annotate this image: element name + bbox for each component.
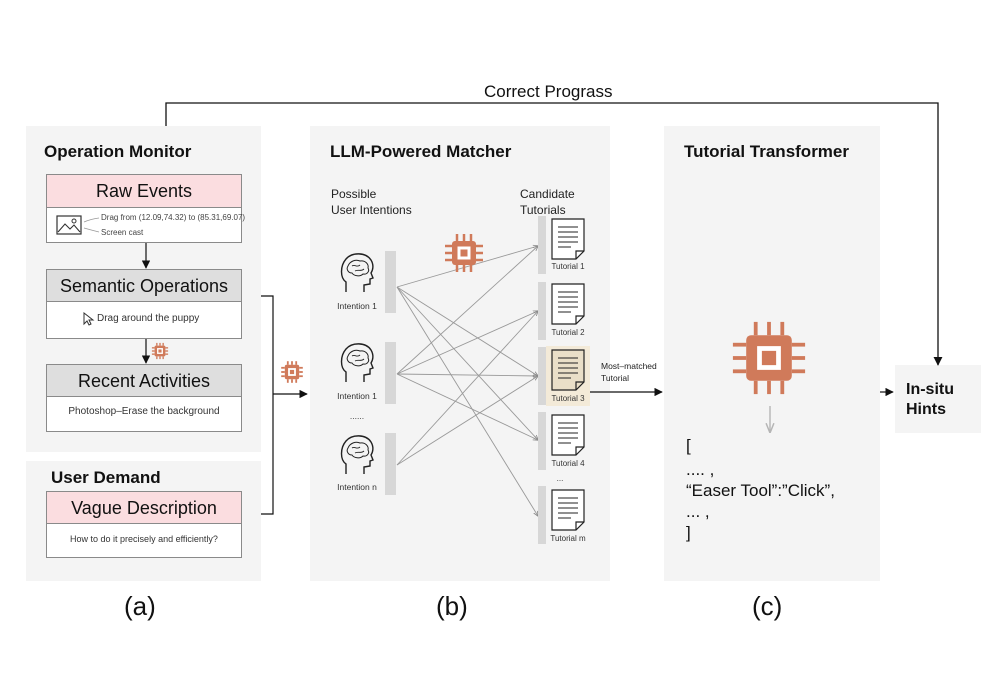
raw-events-box: Raw Events Drag from (12.09,74.32) to (8… xyxy=(46,174,246,243)
intention-bar xyxy=(385,433,396,495)
code-line: ] xyxy=(686,523,691,542)
feedback-arrow xyxy=(165,102,943,366)
connector-squiggle xyxy=(83,217,100,233)
bracket-upper xyxy=(261,295,274,515)
tutorial-bar xyxy=(538,216,546,274)
caption-a: (a) xyxy=(124,591,156,621)
brain-head-icon xyxy=(340,253,374,292)
document-icon xyxy=(551,489,585,531)
most-matched-label-line2: Tutorial xyxy=(601,373,630,383)
document-icon xyxy=(551,414,585,456)
tutorial-label: Tutorial 4 xyxy=(551,459,585,468)
intention-label: Intention n xyxy=(337,482,377,492)
caption-b: (b) xyxy=(436,591,468,621)
tutorial-label: Tutorial 3 xyxy=(551,394,585,403)
vague-description-box: Vague Description How to do it precisely… xyxy=(46,491,242,558)
tutorials-label-line1: Candidate xyxy=(520,187,575,201)
code-line: .... , xyxy=(686,460,715,479)
tutorial-bar xyxy=(538,282,546,340)
raw-event-line-1: Drag from (12.09,74.32) to (85.31,69.07) xyxy=(101,213,246,222)
intentions-label-line2: User Intentions xyxy=(331,203,412,217)
semantic-operation-item: Drag around the puppy xyxy=(97,313,200,324)
raw-event-line-2: Screen cast xyxy=(101,228,144,237)
image-icon xyxy=(56,215,82,235)
user-demand-title: User Demand xyxy=(51,468,161,487)
document-icon xyxy=(551,218,585,260)
cursor-icon xyxy=(83,312,95,326)
intention-ellipsis: ...... xyxy=(349,411,365,421)
vague-description-header: Vague Description xyxy=(47,492,241,524)
intentions-label-line1: Possible xyxy=(331,187,377,201)
tutorial-bar xyxy=(538,412,546,470)
chip-icon xyxy=(445,234,483,272)
tutorials-label-line2: Tutorials xyxy=(520,203,566,217)
chip-icon xyxy=(151,342,169,360)
tutorial-label: Tutorial 2 xyxy=(551,328,585,337)
llm-matcher-title: LLM-Powered Matcher xyxy=(330,142,512,161)
vague-description-item: How to do it precisely and efficiently? xyxy=(70,534,218,544)
chip-icon xyxy=(281,361,303,383)
code-line: [ xyxy=(686,436,691,455)
brain-head-icon xyxy=(340,435,374,474)
intention-label: Intention 1 xyxy=(337,391,377,401)
intention-bar xyxy=(385,251,396,313)
tutorial-bar xyxy=(538,347,546,405)
recent-activities-header: Recent Activities xyxy=(47,365,241,397)
tutorial-ellipsis: ... xyxy=(556,474,564,483)
most-matched-label-line1: Most–matched xyxy=(601,361,657,371)
feedback-label: Correct Prograss xyxy=(482,82,615,102)
recent-activity-item: Photoshop–Erase the background xyxy=(68,406,220,417)
semantic-operations-header: Semantic Operations xyxy=(47,270,241,302)
operation-monitor-title: Operation Monitor xyxy=(44,142,192,161)
document-icon xyxy=(551,283,585,325)
panel-output xyxy=(895,365,981,433)
tutorial-bar xyxy=(538,486,546,544)
code-line: “Easer Tool”:”Click”, xyxy=(686,481,835,500)
tutorial-transformer-title: Tutorial Transformer xyxy=(684,142,849,161)
tutorial-label: Tutorial 1 xyxy=(551,262,585,271)
recent-activities-box: Recent Activities Photoshop–Erase the ba… xyxy=(46,364,242,432)
intention-bar xyxy=(385,342,396,404)
output-line1: In-situ xyxy=(906,381,954,398)
brain-head-icon xyxy=(340,343,374,382)
tutorial-label: Tutorial m xyxy=(550,534,586,543)
document-icon xyxy=(551,349,585,391)
code-line: ... , xyxy=(686,502,710,521)
output-line2: Hints xyxy=(906,401,946,418)
matching-lines xyxy=(396,246,538,516)
semantic-operations-box: Semantic Operations Drag around the pupp… xyxy=(46,269,242,339)
intention-label: Intention 1 xyxy=(337,301,377,311)
raw-events-header: Raw Events xyxy=(47,175,241,208)
caption-c: (c) xyxy=(752,591,783,621)
chip-icon xyxy=(732,321,806,395)
